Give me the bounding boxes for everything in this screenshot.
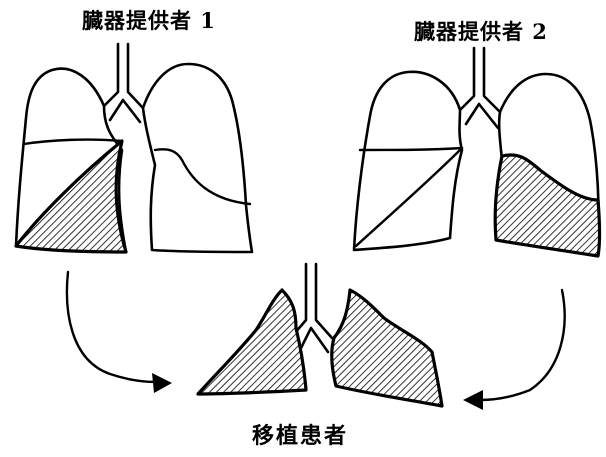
donor2-lungs [354, 48, 600, 256]
donor2-label: 臓器提供者 2 [414, 21, 548, 42]
recipient-lobe-right [332, 290, 442, 406]
donor1-label: 臓器提供者 1 [82, 10, 216, 31]
donor1-trachea [104, 44, 143, 122]
donor2-lung-left [354, 72, 462, 250]
recipient-lungs [198, 264, 442, 406]
arrow-from-donor1 [67, 272, 172, 393]
donor1-lung-right [143, 64, 252, 252]
arrow-from-donor2 [463, 290, 565, 410]
recipient-label: 移植患者 [252, 425, 348, 447]
donor2-trachea [460, 48, 500, 128]
recipient-lobe-left [198, 290, 306, 394]
donor1-lungs [16, 44, 252, 252]
